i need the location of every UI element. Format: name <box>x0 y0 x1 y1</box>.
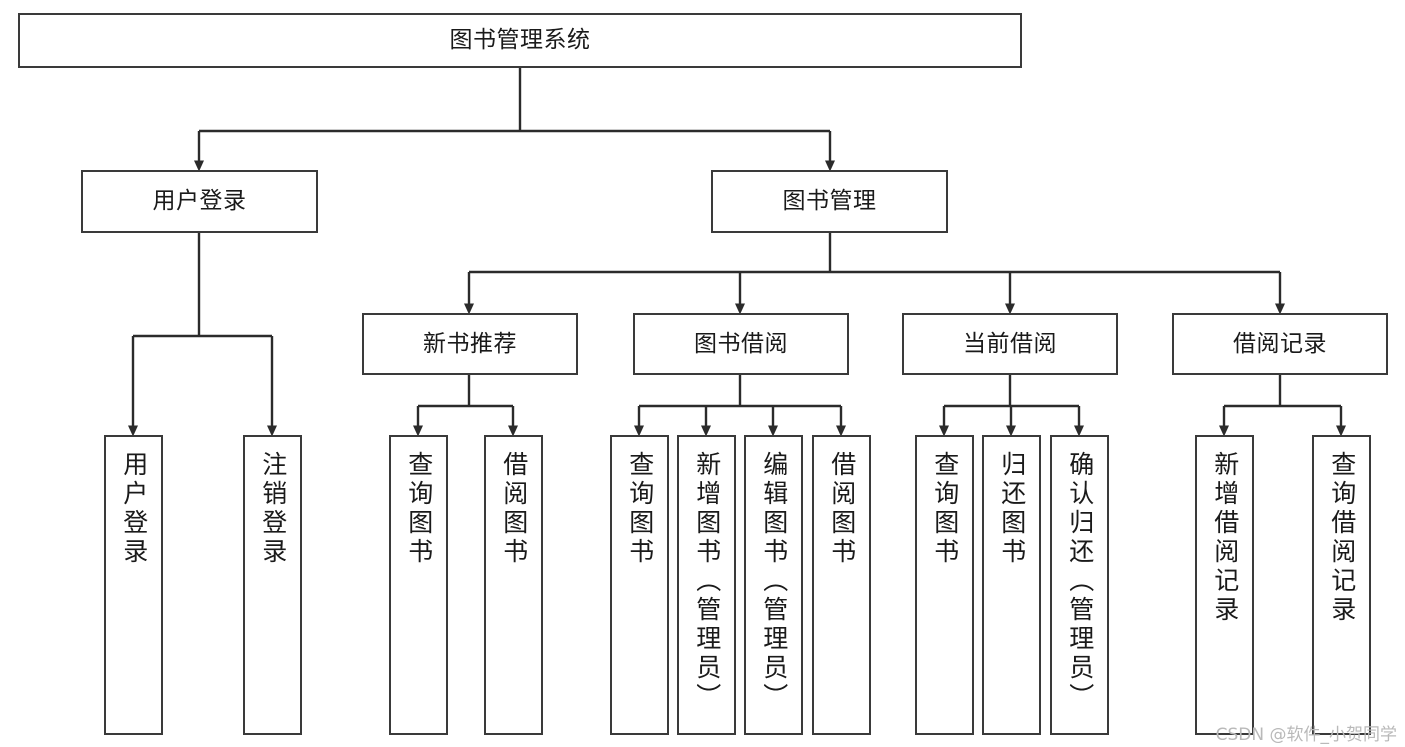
node-book-borrow[interactable]: 图书借阅 <box>633 313 849 375</box>
node-book-manage-label: 图书管理 <box>782 188 877 215</box>
node-root-label: 图书管理系统 <box>449 27 591 54</box>
node-leaf-edit-book-label: 编辑图书（管理员） <box>759 451 789 712</box>
node-leaf-add-record[interactable]: 新增借阅记录 <box>1195 435 1254 735</box>
node-leaf-return-book-label: 归还图书 <box>997 451 1027 567</box>
node-book-manage[interactable]: 图书管理 <box>711 170 948 233</box>
node-leaf-query-book-2[interactable]: 查询图书 <box>610 435 669 735</box>
node-leaf-borrow-book-2[interactable]: 借阅图书 <box>812 435 871 735</box>
node-leaf-confirm-return[interactable]: 确认归还（管理员） <box>1050 435 1109 735</box>
node-leaf-add-book[interactable]: 新增图书（管理员） <box>677 435 736 735</box>
node-leaf-user-login-label: 用户登录 <box>119 451 149 567</box>
node-leaf-user-logout[interactable]: 注销登录 <box>243 435 302 735</box>
node-leaf-confirm-return-label: 确认归还（管理员） <box>1065 451 1095 712</box>
node-leaf-query-book-1-label: 查询图书 <box>404 451 434 567</box>
node-current-borrow-label: 当前借阅 <box>963 330 1057 357</box>
node-leaf-query-book-1[interactable]: 查询图书 <box>389 435 448 735</box>
node-leaf-user-logout-label: 注销登录 <box>258 451 288 567</box>
node-book-borrow-label: 图书借阅 <box>694 330 788 357</box>
node-leaf-user-login[interactable]: 用户登录 <box>104 435 163 735</box>
node-new-book-recommend[interactable]: 新书推荐 <box>362 313 578 375</box>
node-borrow-record[interactable]: 借阅记录 <box>1172 313 1388 375</box>
node-leaf-borrow-book-2-label: 借阅图书 <box>827 451 857 567</box>
node-leaf-borrow-book-1[interactable]: 借阅图书 <box>484 435 543 735</box>
node-root[interactable]: 图书管理系统 <box>18 13 1022 68</box>
node-leaf-edit-book[interactable]: 编辑图书（管理员） <box>744 435 803 735</box>
node-new-book-recommend-label: 新书推荐 <box>423 330 517 357</box>
node-user-login[interactable]: 用户登录 <box>81 170 318 233</box>
watermark-text: CSDN @软件_小贺同学 <box>1215 725 1397 745</box>
node-leaf-query-record[interactable]: 查询借阅记录 <box>1312 435 1371 735</box>
node-leaf-query-book-3[interactable]: 查询图书 <box>915 435 974 735</box>
node-leaf-query-book-3-label: 查询图书 <box>930 451 960 567</box>
node-leaf-query-record-label: 查询借阅记录 <box>1327 451 1357 625</box>
node-current-borrow[interactable]: 当前借阅 <box>902 313 1118 375</box>
node-leaf-add-book-label: 新增图书（管理员） <box>692 451 722 712</box>
node-leaf-return-book[interactable]: 归还图书 <box>982 435 1041 735</box>
node-leaf-query-book-2-label: 查询图书 <box>625 451 655 567</box>
node-leaf-add-record-label: 新增借阅记录 <box>1210 451 1240 625</box>
node-borrow-record-label: 借阅记录 <box>1233 330 1327 357</box>
node-user-login-label: 用户登录 <box>152 188 247 215</box>
node-leaf-borrow-book-1-label: 借阅图书 <box>499 451 529 567</box>
